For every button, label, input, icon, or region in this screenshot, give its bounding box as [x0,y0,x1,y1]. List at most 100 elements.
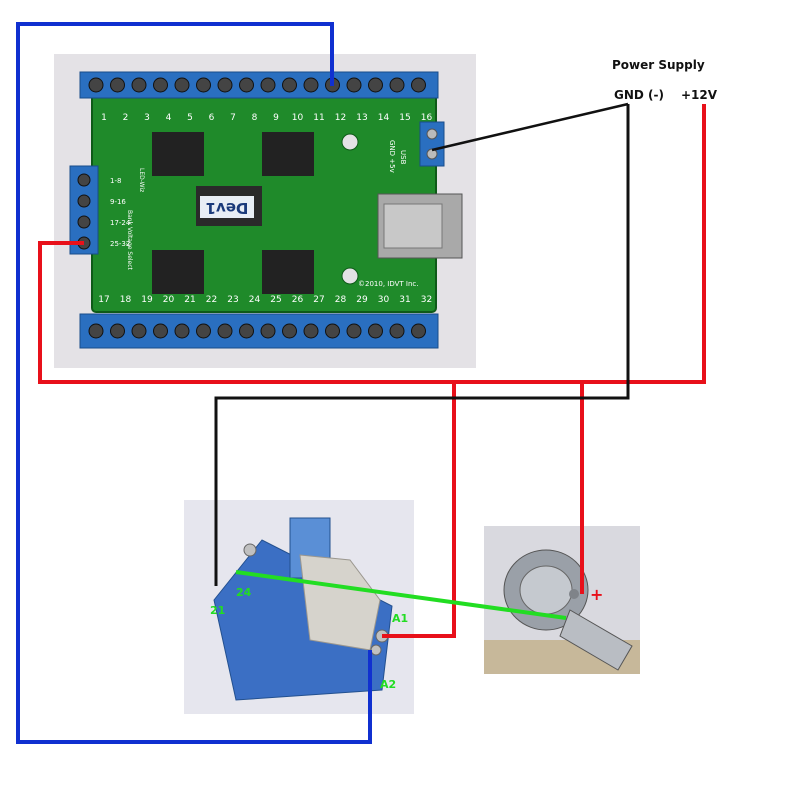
bottom-screw [303,323,319,339]
top-screw [368,77,383,93]
top-pin-label: 13 [356,113,367,123]
gnd-5v-label: GND +5v [388,140,396,173]
top-pin-label: 5 [187,113,193,123]
top-pin-label: 10 [292,113,304,123]
top-screw [260,77,276,93]
bottom-pin-label: 30 [378,295,390,305]
bottom-screw [217,323,233,339]
black-wire-board-gnd [431,102,629,152]
bank-label: Bank Voltage Select [126,210,133,271]
copyright-label: ©2010, IDVT Inc. [358,280,418,288]
top-screw [411,77,426,93]
green-wire [235,570,567,620]
red-wire-relay-a1 [382,382,456,638]
top-screw [282,77,297,93]
bottom-screw [368,323,383,339]
bottom-screw [260,323,276,339]
top-pin-label: 12 [335,113,346,123]
top-screw [239,77,254,93]
chip-4 [262,250,314,294]
usb-connector-inner [383,203,443,249]
gnd-label: GND (-) [614,88,664,102]
top-pin-label: 14 [378,113,390,123]
relay-screw-top [243,543,257,557]
v12-label: +12V [681,88,718,102]
red-wire-main [38,104,706,384]
relay-pin-a1: A1 [392,612,408,625]
chip-1 [152,132,204,176]
mount-hole-1 [341,133,359,151]
bank-screws [77,173,91,250]
bank-pin-label: 25-32 [110,240,130,248]
top-pin-label: 2 [123,113,129,123]
bank-screw [77,215,91,229]
bottom-pin-label: 28 [335,295,347,305]
bottom-pin-label: 22 [206,295,217,305]
bank-screw [77,194,91,208]
top-pin-label: 16 [421,113,433,123]
relay-pin-a2: A2 [380,678,396,691]
bottom-screw [346,323,362,339]
bank-pin-labels: 1-8 9-16 17-24 25-32 [110,177,131,248]
top-pin-label: 15 [399,113,410,123]
bottom-screw [88,323,104,339]
top-screw [196,77,211,93]
bottom-screw [325,323,340,339]
brand-label: LED-Wiz [138,168,145,192]
bottom-pin-label: 26 [292,295,304,305]
bottom-pin-labels: 17 18 19 20 21 22 23 24 25 26 27 28 29 30 31 32 [98,295,432,305]
top-pin-label: 9 [273,113,279,123]
bottom-pin-label: 24 [249,295,261,305]
bottom-screw [389,323,405,339]
bottom-screw [282,323,297,339]
bottom-pin-label: 17 [98,295,109,305]
top-pin-label: 1 [101,113,107,123]
top-pin-label: 3 [144,113,150,123]
top-screw [217,77,233,93]
bottom-pin-label: 18 [120,295,132,305]
bottom-pin-label: 25 [270,295,281,305]
bottom-pin-label: 19 [141,295,153,305]
bank-screw [77,173,91,187]
bottom-pin-label: 20 [163,295,175,305]
bank-pin-label: 1-8 [110,177,121,185]
bank-pin-label: 17-24 [110,219,131,227]
solenoid-face [519,565,573,615]
bottom-pin-label: 32 [421,295,432,305]
relay-screw-a2 [370,644,382,656]
top-pin-label: 6 [209,113,215,123]
gnd-5v-screw-1 [426,128,438,140]
top-pin-label: 7 [230,113,236,123]
bottom-screw [131,323,147,339]
usb-label: USB [399,150,407,165]
top-screw [110,77,125,93]
power-supply-title: Power Supply [612,58,705,72]
black-wire-gnd [214,104,630,586]
gnd-5v-screw-2 [426,148,438,160]
bottom-pin-label: 27 [313,295,324,305]
mount-hole-2 [341,267,359,285]
solenoid-plus-label: + [590,585,603,604]
bottom-pin-label: 31 [399,295,410,305]
relay-module [299,554,381,651]
dev1-label-bg [200,196,254,218]
bottom-screw [153,323,168,339]
chip-3 [152,250,204,294]
top-screws [88,77,426,93]
bottom-pin-label: 29 [356,295,368,305]
bank-pin-label: 9-16 [110,198,126,206]
bottom-pin-label: 23 [227,295,238,305]
bottom-screws [88,323,426,339]
bottom-screw [411,323,426,339]
bottom-pin-label: 21 [184,295,195,305]
relay-pin-21: 21 [210,604,225,617]
top-screw [389,77,405,93]
top-screw [131,77,147,93]
bottom-screw [174,323,190,339]
top-screw [174,77,190,93]
top-screw [303,77,319,93]
top-pin-label: 8 [252,113,258,123]
